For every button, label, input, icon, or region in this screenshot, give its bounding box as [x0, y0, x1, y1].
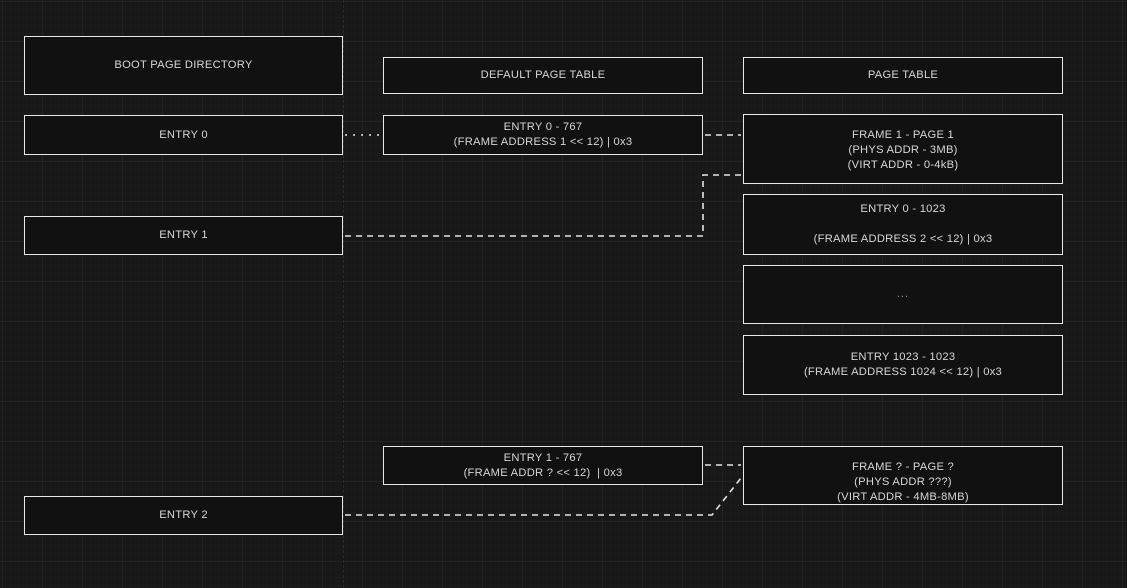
node-label: BOOT PAGE DIRECTORY — [114, 59, 253, 71]
node-label: ... — [896, 288, 910, 300]
node-boot-page-directory[interactable]: BOOT PAGE DIRECTORY — [24, 36, 343, 95]
node-dpt-entry-1-767[interactable]: ENTRY 1 - 767 (FRAME ADDR ? << 12) | 0x3 — [383, 446, 703, 485]
node-bpd-entry-1[interactable]: ENTRY 1 — [24, 216, 343, 255]
node-pt-frame-unknown-page-unknown[interactable]: FRAME ? - PAGE ? (PHYS ADDR ???) (VIRT A… — [743, 446, 1063, 505]
node-bpd-entry-0[interactable]: ENTRY 0 — [24, 115, 343, 155]
node-label: ENTRY 0 - 767 (FRAME ADDRESS 1 << 12) | … — [453, 121, 633, 148]
link-entry1-to-frame1 — [345, 174, 741, 237]
node-dpt-entry-0-767[interactable]: ENTRY 0 - 767 (FRAME ADDRESS 1 << 12) | … — [383, 115, 703, 155]
node-pt-entry-0-1023[interactable]: ENTRY 0 - 1023 (FRAME ADDRESS 2 << 12) |… — [743, 194, 1063, 255]
node-pt-entry-1023-1023[interactable]: ENTRY 1023 - 1023 (FRAME ADDRESS 1024 <<… — [743, 335, 1063, 395]
node-label: ENTRY 0 — [159, 128, 208, 141]
node-label: PAGE TABLE — [867, 69, 939, 81]
node-label: ENTRY 1 — [159, 229, 208, 241]
node-label: DEFAULT PAGE TABLE — [480, 69, 606, 81]
node-bpd-entry-2[interactable]: ENTRY 2 — [24, 496, 343, 535]
vertical-guide-line — [343, 0, 344, 588]
node-page-table[interactable]: PAGE TABLE — [743, 57, 1063, 94]
node-label: ENTRY 2 — [159, 509, 208, 521]
node-pt-ellipsis[interactable]: ... — [743, 265, 1063, 324]
node-label: ENTRY 1 - 767 (FRAME ADDR ? << 12) | 0x3 — [463, 451, 623, 479]
node-default-page-table[interactable]: DEFAULT PAGE TABLE — [383, 57, 703, 94]
node-label: ENTRY 0 - 1023 (FRAME ADDRESS 2 << 12) |… — [813, 203, 993, 245]
node-pt-frame-1-page-1[interactable]: FRAME 1 - PAGE 1 (PHYS ADDR - 3MB) (VIRT… — [743, 114, 1063, 184]
node-label: FRAME ? - PAGE ? (PHYS ADDR ???) (VIRT A… — [837, 461, 969, 503]
node-label: ENTRY 1023 - 1023 (FRAME ADDRESS 1024 <<… — [803, 351, 1003, 378]
node-label: FRAME 1 - PAGE 1 (PHYS ADDR - 3MB) (VIRT… — [847, 129, 959, 171]
